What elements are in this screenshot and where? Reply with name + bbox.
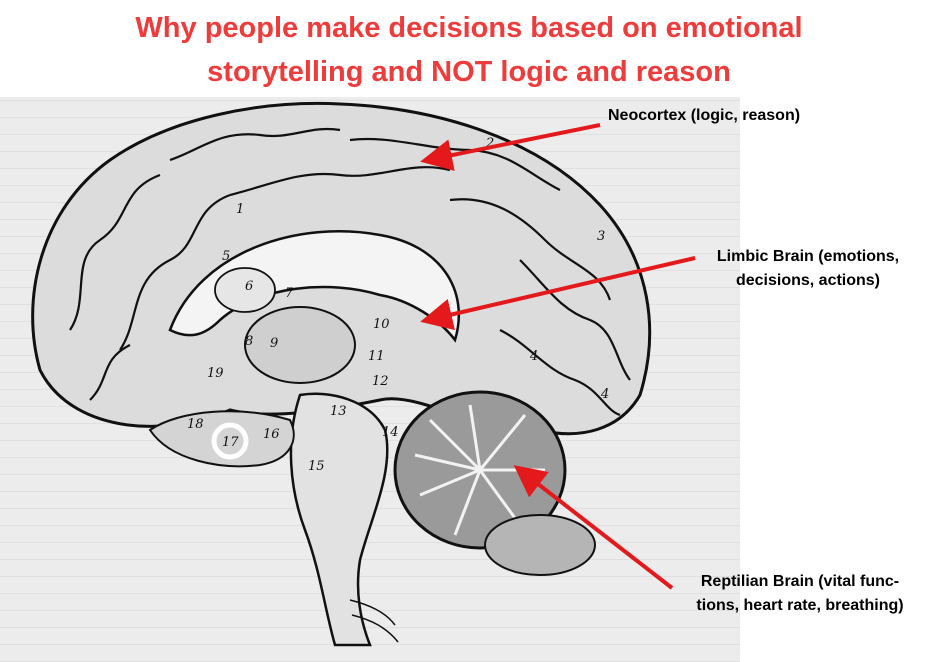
limbic-label-line-1: Limbic Brain (emotions, (716, 248, 900, 265)
region-number-13: 13 (330, 404, 347, 419)
cerebellum-lower-lobe (484, 514, 596, 576)
brainstem (289, 392, 389, 647)
limbic-label-line-2: decisions, actions) (735, 272, 881, 289)
cortex-folds (69, 127, 631, 417)
limbic-label: Limbic Brain (emotions, decisions, actio… (688, 245, 928, 293)
thalamus (244, 306, 356, 384)
corpus-callosum (168, 230, 461, 343)
reptilian-label: Reptilian Brain (vital func- tions, hear… (680, 570, 920, 618)
region-number-5: 5 (222, 249, 230, 264)
region-number-15: 15 (308, 459, 325, 474)
region-number-18: 18 (187, 417, 204, 432)
region-number-6: 6 (245, 279, 253, 294)
reptilian-label-line-2: tions, heart rate, breathing) (696, 597, 904, 614)
limbic-arrow (420, 256, 696, 331)
neocortex-label: Neocortex (logic, reason) (608, 104, 838, 128)
neocortex-arrow (420, 123, 601, 171)
region-number-4a: 4 (529, 349, 538, 364)
region-numbers: 1 2 3 4 4 5 6 7 8 9 10 11 12 13 14 15 16… (187, 136, 609, 474)
region-number-3: 3 (597, 229, 605, 244)
reptilian-label-line-1: Reptilian Brain (vital func- (700, 573, 900, 590)
title-line-2: storytelling and NOT logic and reason (207, 56, 731, 88)
region-number-12: 12 (372, 374, 389, 389)
reptilian-arrow (513, 465, 674, 590)
region-number-14: 14 (382, 425, 399, 440)
cerebellum-branches (414, 404, 545, 536)
region-number-4b: 4 (600, 387, 609, 402)
septum (214, 267, 276, 313)
region-number-9: 9 (270, 336, 278, 351)
region-number-11: 11 (368, 349, 385, 364)
temporal-lobe (148, 410, 295, 468)
region-number-8: 8 (245, 334, 253, 349)
neocortex-label-text: Neocortex (logic, reason) (608, 107, 801, 124)
page-title: Why people make decisions based on emoti… (0, 6, 938, 94)
title-line-1: Why people make decisions based on emoti… (135, 12, 803, 44)
region-number-7: 7 (285, 286, 294, 301)
region-number-10: 10 (373, 317, 390, 332)
highlight-circle (211, 422, 249, 460)
region-number-1: 1 (236, 202, 244, 217)
region-number-19: 19 (207, 366, 224, 381)
spinal-cord-rings (349, 599, 399, 643)
region-number-2: 2 (485, 136, 494, 151)
region-number-17: 17 (222, 435, 239, 450)
region-number-16: 16 (263, 427, 280, 442)
